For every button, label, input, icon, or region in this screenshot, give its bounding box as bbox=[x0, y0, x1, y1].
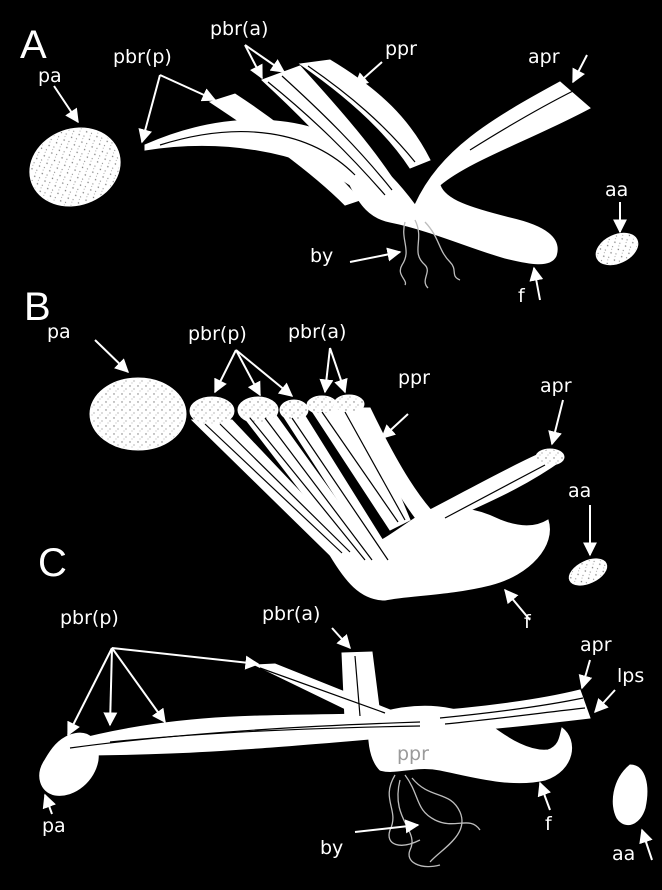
label-pbr-p-a: pbr(p) bbox=[113, 46, 172, 68]
arrow-pbr-p-b-2 bbox=[236, 350, 260, 395]
arrow-pbr-p-a-2 bbox=[160, 75, 215, 100]
posterior-adductor-b bbox=[90, 378, 186, 450]
pbr-head-b-2 bbox=[238, 397, 278, 423]
arrow-f-c bbox=[540, 783, 550, 810]
label-pbr-a-c: pbr(a) bbox=[262, 603, 320, 625]
label-pbr-a-b: pbr(a) bbox=[288, 321, 346, 343]
arrow-apr-a bbox=[573, 55, 587, 82]
pbr-head-b-5 bbox=[334, 395, 364, 413]
pbr-head-b-3 bbox=[280, 400, 308, 420]
arrow-lps-c bbox=[595, 690, 615, 712]
byssus-c bbox=[389, 775, 480, 867]
arrow-pbr-p-c-3 bbox=[112, 648, 165, 722]
arrow-pa-a bbox=[54, 86, 78, 122]
panel-letter-c: C bbox=[38, 541, 67, 585]
arrow-pbr-p-b-1 bbox=[215, 350, 236, 392]
pbr-head-b-1 bbox=[190, 397, 234, 425]
arrow-ppr-b bbox=[382, 414, 408, 438]
label-by-a: by bbox=[310, 245, 333, 267]
arrow-pbr-p-a-1 bbox=[142, 75, 160, 142]
arrow-by-a bbox=[350, 252, 400, 262]
pbr-head-b-4 bbox=[307, 396, 337, 414]
arrow-pa-c bbox=[45, 795, 52, 814]
arrow-pbr-p-c-4 bbox=[112, 648, 258, 664]
anterior-adductor-b bbox=[565, 554, 611, 591]
label-f-a: f bbox=[518, 285, 526, 307]
label-f-c: f bbox=[545, 813, 553, 835]
label-by-c: by bbox=[320, 837, 343, 859]
label-aa-c: aa bbox=[612, 843, 635, 865]
label-pbr-p-c: pbr(p) bbox=[60, 607, 119, 629]
pbr-a-c bbox=[342, 652, 380, 720]
arrow-pbr-p-c-1 bbox=[68, 648, 112, 735]
arrow-pbr-p-b-3 bbox=[236, 350, 292, 396]
arrow-pbr-a-b-1 bbox=[325, 348, 330, 392]
anterior-adductor-a bbox=[591, 227, 643, 271]
panel-a: A pa pbr(p) pbr(a) bbox=[19, 18, 643, 307]
label-ppr-b: ppr bbox=[398, 367, 430, 389]
panel-letter-a: A bbox=[20, 23, 47, 67]
label-pbr-p-b: pbr(p) bbox=[188, 323, 247, 345]
anterior-adductor-c bbox=[613, 765, 647, 825]
arrow-apr-b bbox=[552, 400, 563, 444]
posterior-adductor-a bbox=[19, 116, 131, 219]
label-apr-c: apr bbox=[580, 634, 612, 656]
label-apr-a: apr bbox=[528, 46, 560, 68]
arrow-aa-c bbox=[642, 830, 652, 860]
arrow-pbr-a-b-2 bbox=[330, 348, 345, 392]
arrow-apr-c bbox=[582, 660, 590, 688]
label-pbr-a-a: pbr(a) bbox=[210, 18, 268, 40]
label-ppr-a: ppr bbox=[385, 38, 417, 60]
apr-head-b bbox=[536, 449, 564, 465]
label-pa-a: pa bbox=[38, 65, 62, 87]
panel-b: B pa pbr(p) bbox=[24, 285, 611, 633]
arrow-ppr-a bbox=[355, 62, 382, 86]
label-pa-c: pa bbox=[42, 815, 66, 837]
label-aa-b: aa bbox=[568, 480, 591, 502]
label-pa-b: pa bbox=[47, 321, 71, 343]
arrow-pbr-p-c-2 bbox=[110, 648, 112, 725]
label-lps-c: lps bbox=[617, 665, 644, 687]
panel-c: C pbr(p) pbr(a) bbox=[38, 541, 652, 867]
label-aa-a: aa bbox=[605, 179, 628, 201]
arrow-pbr-a-c bbox=[332, 628, 350, 648]
arrow-pa-b bbox=[95, 340, 128, 372]
arrow-f-a bbox=[534, 268, 540, 300]
label-apr-b: apr bbox=[540, 375, 572, 397]
label-ppr-c: ppr bbox=[397, 743, 429, 765]
arrow-f-b bbox=[505, 590, 530, 620]
